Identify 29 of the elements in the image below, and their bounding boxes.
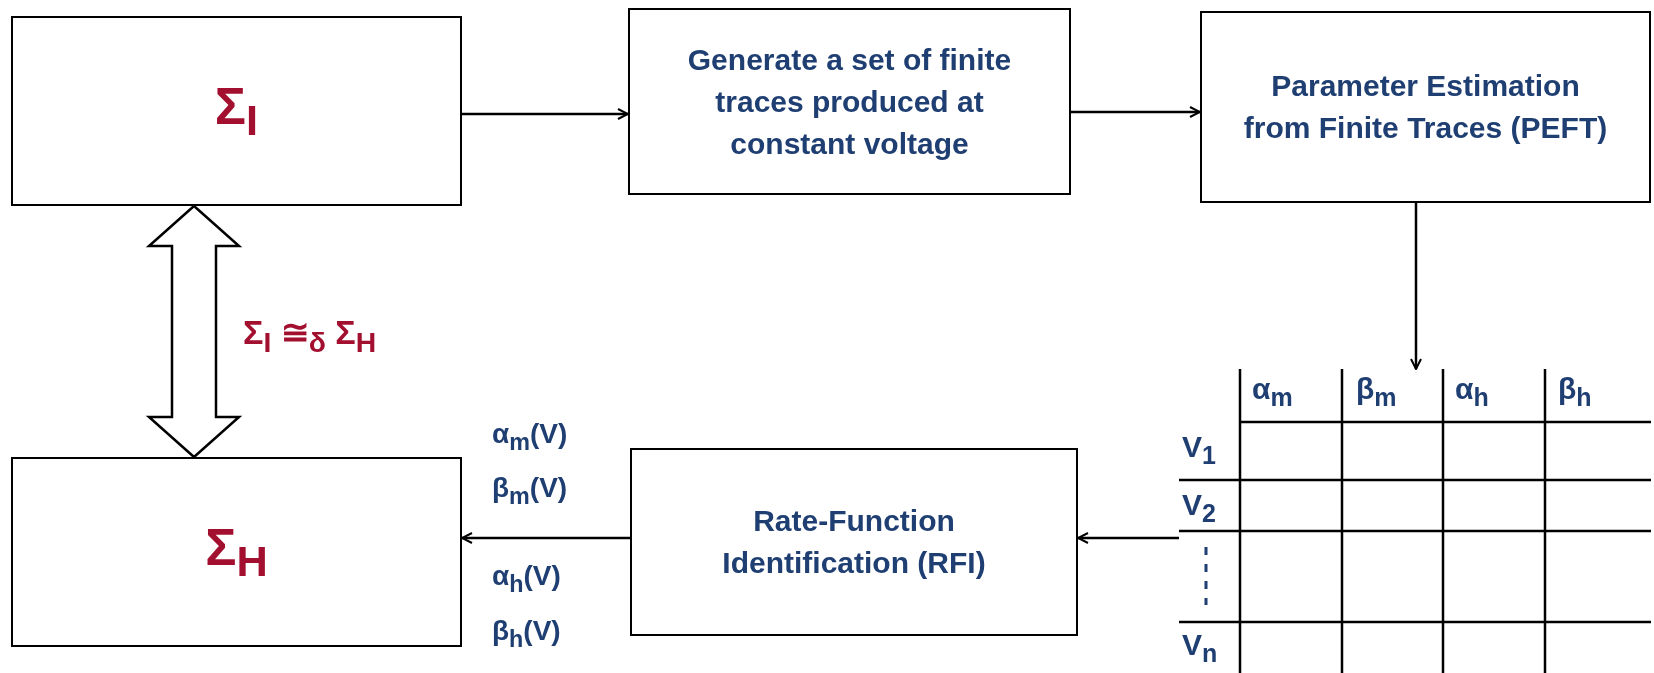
- box-text: Rate-Function Identification (RFI): [721, 503, 987, 581]
- arrow: [462, 108, 629, 120]
- rate-function-label: β$_{m}$(V): [492, 472, 568, 510]
- box-text: Generate a set of finite traces produced at constant voltage: [686, 41, 1013, 162]
- arrow: [461, 532, 630, 544]
- column-header: α$_{h}$: [1455, 372, 1489, 412]
- arrow: [1410, 203, 1422, 370]
- arrow: [1077, 532, 1179, 544]
- rate-function-label: α$_{h}$(V): [492, 560, 561, 598]
- system-symbol: Σ$_{I}$: [213, 76, 260, 147]
- double-block-arrow: [145, 204, 243, 459]
- box-text: Parameter Estimation from Finite Traces (PEFT): [1242, 68, 1609, 146]
- system-symbol: Σ$_{H}$: [204, 517, 269, 588]
- process-box: [1200, 11, 1651, 203]
- system-box: [11, 16, 462, 206]
- arrow: [1071, 106, 1201, 118]
- column-header: α$_{m}$: [1252, 372, 1293, 412]
- process-box: [630, 448, 1078, 636]
- system-box: [11, 457, 462, 647]
- column-header: β$_{h}$: [1558, 372, 1592, 412]
- row-header: V$_{n}$: [1182, 628, 1218, 668]
- row-header: V$_{2}$: [1182, 488, 1216, 528]
- column-header: β$_{m}$: [1356, 372, 1397, 412]
- rate-function-label: α$_{m}$(V): [492, 418, 568, 456]
- parameter-table: [1179, 369, 1651, 673]
- row-header: V$_{1}$: [1182, 430, 1216, 470]
- rate-function-label: β$_{h}$(V): [492, 615, 561, 653]
- process-box: [628, 8, 1071, 195]
- edge-label: Σ$_{I}$ ≅$_{δ}$ Σ$_{H}$: [243, 312, 377, 359]
